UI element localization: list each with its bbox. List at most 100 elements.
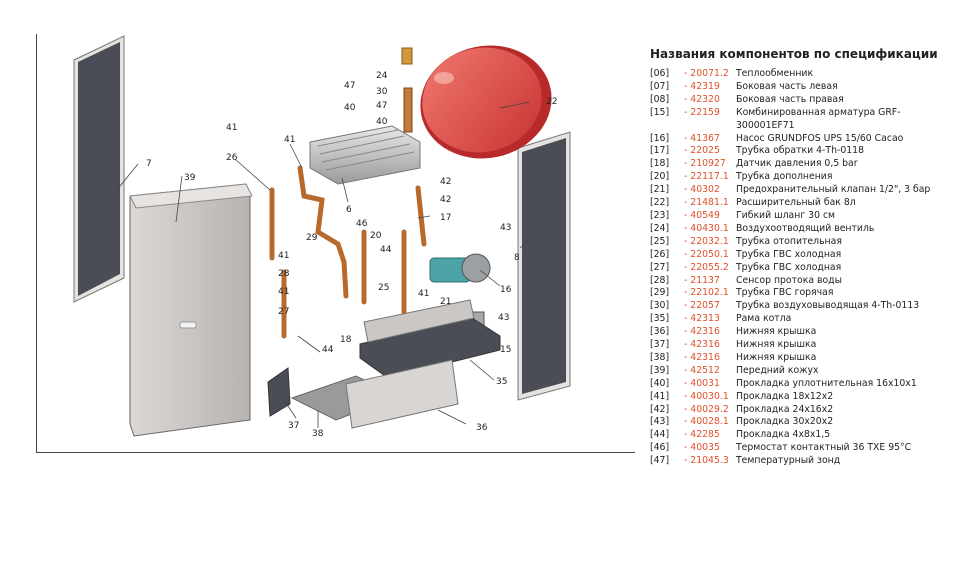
callout-41: 41 [284,135,295,145]
callout-41: 41 [278,287,289,297]
part-name: Трубка обратки 4-Th-0118 [736,145,864,157]
part-ref: [36] [650,326,670,338]
spec-title: Названия компонентов по спецификации [650,47,938,61]
callout-21: 21 [440,297,451,307]
part-code: - 22050.1 [684,248,729,260]
part-code: - 40029.2 [684,403,729,415]
part-name: Нижняя крышка [736,339,817,351]
part-ref: [20] [650,171,670,183]
callout-47: 47 [376,101,387,111]
callout-8: 8 [514,253,520,263]
spec-panel: Названия компонентов по спецификации [06… [650,46,955,468]
part-ref: [06] [650,68,670,79]
callout-25: 25 [378,283,389,293]
part-code: - 40549 [684,209,720,221]
part-code: - 40030.1 [684,390,729,402]
part-code: - 40302 [684,184,720,196]
part-code: - 21137 [684,274,720,286]
callout-40: 40 [344,103,356,113]
part-name: Сенсор протока воды [736,274,842,286]
part-name: Нижняя крышка [736,326,817,338]
part-code: - 42316 [684,351,720,363]
part-code: - 41367 [684,132,720,144]
part-name: Предохранительный клапан 1/2", 3 бар [736,184,931,196]
part-ref: [24] [650,222,670,234]
part-code: - 22032.1 [684,235,729,247]
callout-43: 43 [500,223,511,233]
part-ref: [26] [650,248,670,260]
part-code: - 42320 [684,93,720,105]
callout-29: 29 [306,233,318,243]
part-ref: [21] [650,184,670,196]
pump [429,253,491,283]
exploded-parts-diagram: 7 39 26 41 41 29 47 40 24 30 47 40 22 6 … [36,34,635,453]
part-name: Расширительный бак 8л [736,197,856,209]
part-name: Термостат контактный 36 TXE 95°C [736,442,912,454]
callout-46: 46 [356,219,368,229]
callout-24: 24 [376,71,388,81]
right-side-panel [517,131,571,401]
part-code: - 21045.3 [684,455,729,467]
part-code: - 22159 [684,106,720,118]
part-name: Трубка воздуховыводящая 4-Th-0113 [736,300,920,312]
callout-44: 44 [322,345,334,355]
part-name: Боковая часть правая [736,93,844,105]
part-code: - 42313 [684,313,720,325]
part-code: - 40031 [684,377,720,389]
callout-20: 20 [370,231,382,241]
part-ref: [07] [650,80,670,92]
part-ref: [38] [650,351,670,363]
expansion-tank [420,45,552,159]
part-ref: [30] [650,300,670,312]
part-ref: [29] [650,287,670,299]
part-name: Гибкий шланг 30 см [736,209,836,221]
callout-41: 41 [226,123,237,133]
part-code: - 42319 [684,80,720,92]
part-code: - 22055.2 [684,261,729,273]
part-ref: [16] [650,132,670,144]
part-name: Трубка ГВС горячая [736,287,834,299]
leader-lines [111,101,541,428]
part-row: [21] - 40302 Предохранительный клапан 1/2"… [650,184,955,197]
part-ref: [27] [650,261,670,273]
callout-30: 30 [376,87,388,97]
part-name: Прокладка 18х12х2 [736,390,834,402]
part-code: - 20071.2 [684,68,729,79]
part-code: - 22057 [684,300,720,312]
diagram-frame [36,34,635,453]
callout-41: 41 [278,251,289,261]
part-ref: [35] [650,313,670,325]
part-row: [38] - 42316 Нижняя крышка [650,352,955,365]
heat-exchanger [309,125,421,185]
part-code: - 40035 [684,442,720,454]
part-name: Прокладка уплотнительная 16х10х1 [736,377,917,389]
part-name: Воздухоотводящий вентиль [736,222,875,234]
part-name: Датчик давления 0,5 bar [736,158,858,170]
callout-28: 28 [278,269,290,279]
callout-16: 16 [500,285,512,295]
part-name: Передний кожух [736,364,819,376]
part-code: - 210927 [684,158,726,170]
air-vent-and-tube [401,47,413,133]
part-name: Прокладка 24х16х2 [736,403,834,415]
callout-labels: 7 39 26 41 41 29 47 40 24 30 47 40 22 6 … [146,71,557,439]
callout-26: 26 [226,153,238,163]
lower-covers [267,359,459,429]
part-name: Нижняя крышка [736,351,817,363]
